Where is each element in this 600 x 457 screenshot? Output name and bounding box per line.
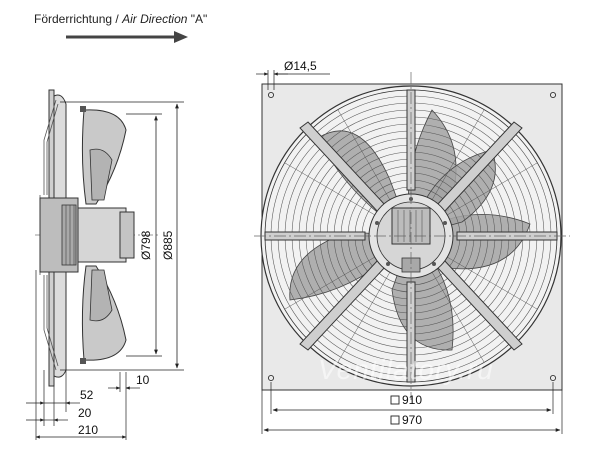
direction-en: Air Direction <box>122 12 188 26</box>
watermark: Ventilatory.ru <box>318 354 494 385</box>
air-direction-arrow <box>66 31 188 43</box>
bolt-holes <box>267 91 557 382</box>
dim-depth-20: 20 <box>78 406 92 420</box>
dim-offset-10: 10 <box>136 373 150 387</box>
air-direction-label: Förderrichtung / Air Direction "A" <box>34 12 207 26</box>
dim-bolt-hole: Ø14,5 <box>284 59 317 73</box>
dim-hole-pitch: 910 <box>402 393 422 407</box>
hub-bolts <box>375 197 447 266</box>
support-struts <box>264 89 558 383</box>
direction-sep: / <box>112 12 123 26</box>
direction-de: Förderrichtung <box>34 12 113 26</box>
dim-depth-52: 52 <box>80 388 94 402</box>
dim-plate-size: 970 <box>402 413 422 427</box>
dim-depth-210: 210 <box>78 423 98 437</box>
side-view: Ø798 Ø885 10 52 20 210 <box>26 89 184 440</box>
direction-code: "A" <box>190 12 208 26</box>
dim-guard-diameter: Ø798 <box>139 230 153 260</box>
dim-ring-diameter: Ø885 <box>161 230 175 260</box>
front-view: Ø14,5 Ventilatory.ru 910 970 <box>254 59 570 434</box>
